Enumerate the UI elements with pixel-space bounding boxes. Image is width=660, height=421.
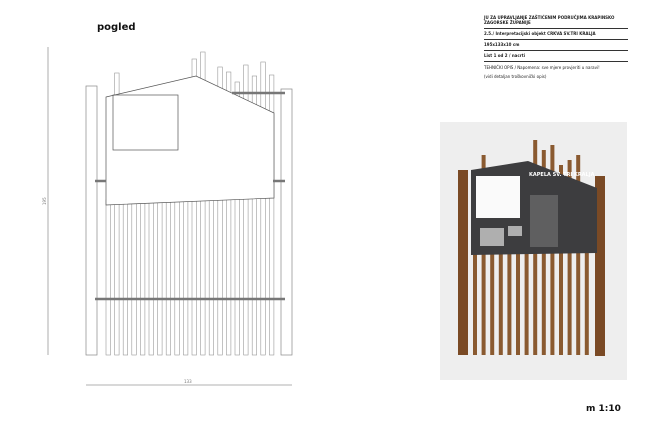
scale-label: m 1:10 [586,404,621,414]
slat [157,199,163,356]
info-panel-outline [105,75,275,206]
drawing-title: pogled [97,22,136,33]
slat [131,199,137,356]
photo-slat [507,250,512,355]
client-name: JU ZA UPRAVLJANJE ZAŠTIĆENIM PODRUČJIMA … [484,13,628,29]
height-dimension-label: 195 [42,197,47,205]
photo-slat [524,250,529,355]
slat [140,199,146,356]
slat [165,199,171,356]
slat [148,199,154,356]
slat [183,199,189,356]
slat [200,51,206,356]
right-post [280,88,293,356]
slat [122,199,128,356]
photo-right-post [595,176,605,356]
slat [234,81,240,356]
panel-image-area [112,94,179,151]
title-block: JU ZA UPRAVLJANJE ZAŠTIĆENIM PODRUČJIMA … [484,13,628,80]
width-dimension-label: 133 [184,379,192,384]
technical-note-detail: (vidi detaljan troškovnički opis) [484,74,547,79]
photo-panel-drawing [476,176,520,218]
technical-note: TEHNIČKI OPIS / Napomena: sve mjere prov… [484,65,600,70]
slat [174,199,180,356]
photo-slat [481,155,486,355]
photo-panel-heading: KAPELA SV. TRI KRALJA [529,172,595,178]
slat [269,74,275,356]
slat [226,71,232,356]
slat [191,58,197,356]
photo-slat [584,250,589,355]
photo-left-post [458,170,468,355]
photo-slat [490,250,495,355]
dimensions-label: 195x133x10 cm [484,40,628,51]
slat [114,72,120,356]
slat [208,199,214,356]
sheet-label: List 1 od 2 / nacrti [484,51,628,62]
slat [217,66,223,356]
left-post [85,85,98,356]
product-photo: KAPELA SV. TRI KRALJA [440,122,627,380]
slat [251,75,257,356]
photo-slat [559,165,563,355]
slat [243,64,249,356]
photo-slat [576,155,581,355]
photo-slat [498,250,503,355]
slat [105,199,111,356]
photo-slat [473,250,477,355]
slat [260,61,266,356]
photo-slat [567,160,572,355]
photo-slat [516,250,520,355]
object-name: 2.5./ Interpretacijski objekt CRKVA SV.T… [484,29,628,40]
slats [105,51,275,356]
